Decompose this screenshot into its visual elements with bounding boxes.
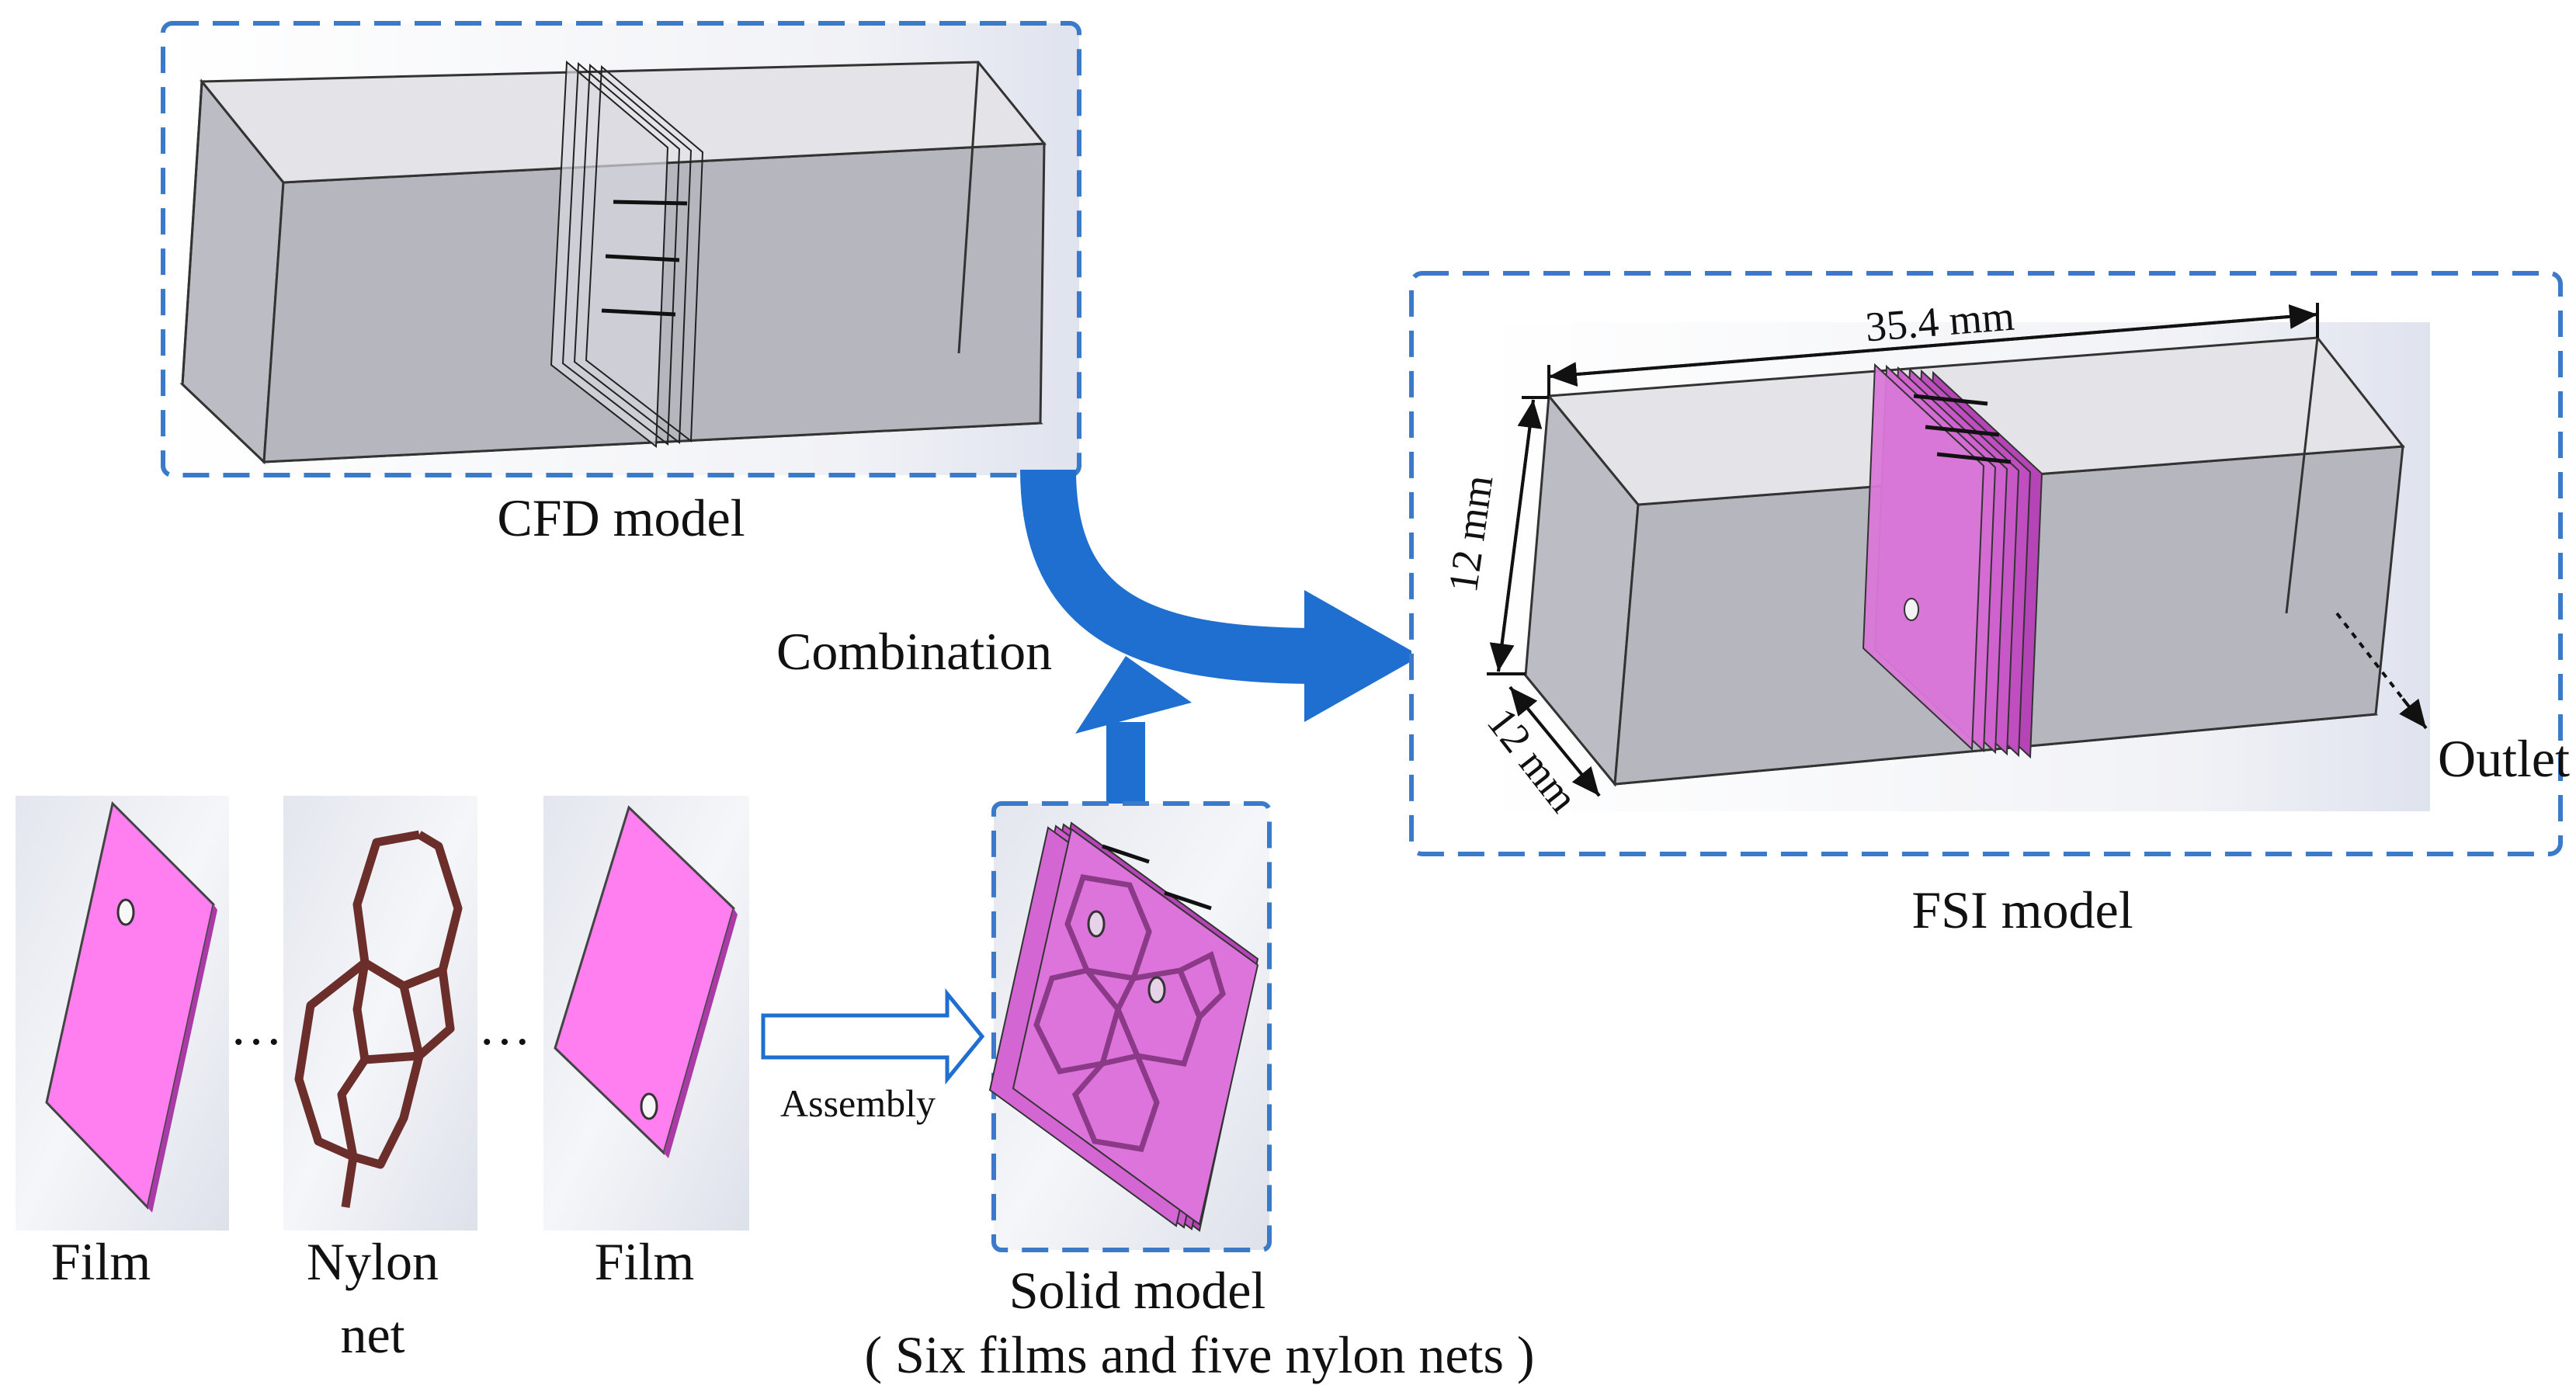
- assembly-label: Assembly: [780, 1081, 936, 1125]
- combination-arrow: [1020, 469, 1421, 722]
- outlet-label: Outlet: [2438, 729, 2570, 788]
- fsi-model-panel: 35.4 mm 12 mm 12 mm Outlet: [1409, 271, 2570, 856]
- dimension-height-12mm: [1487, 396, 1549, 675]
- solid-model-caption: Solid model: [1009, 1261, 1266, 1320]
- dimension-width-12mm: [1508, 686, 1601, 797]
- solid-to-combination-arrow: [1075, 656, 1192, 807]
- dimension-length-35-4mm: [1547, 303, 2319, 396]
- cfd-model-panel: [161, 21, 1081, 477]
- fsi-membrane-stack: [1862, 363, 2043, 759]
- solid-model-panel: [988, 801, 1272, 1252]
- solid-model-detail-caption: ( Six films and five nylon nets ): [864, 1325, 1534, 1384]
- fsi-model-caption: FSI model: [1911, 880, 2133, 939]
- cfd-model-caption: CFD model: [497, 488, 745, 547]
- ellipsis-right: …: [478, 997, 531, 1056]
- cfd-membrane-stack: [550, 60, 704, 448]
- ellipsis-left: …: [230, 997, 283, 1056]
- assembly-arrow: [761, 988, 985, 1085]
- nylon-net-caption-line1: Nylon: [307, 1232, 439, 1291]
- film-tile-right: [543, 796, 749, 1231]
- film-left-caption: Film: [51, 1232, 151, 1291]
- film-tile-left: [16, 796, 229, 1231]
- nylon-net-tile: [283, 796, 477, 1231]
- nylon-net-mesh: [294, 830, 463, 1208]
- outlet-arrow: [2335, 612, 2428, 730]
- film-right-caption: Film: [595, 1232, 695, 1291]
- combination-label: Combination: [776, 622, 1052, 681]
- nylon-net-caption-line2: net: [340, 1305, 404, 1364]
- solid-net-pattern: [1033, 874, 1226, 1152]
